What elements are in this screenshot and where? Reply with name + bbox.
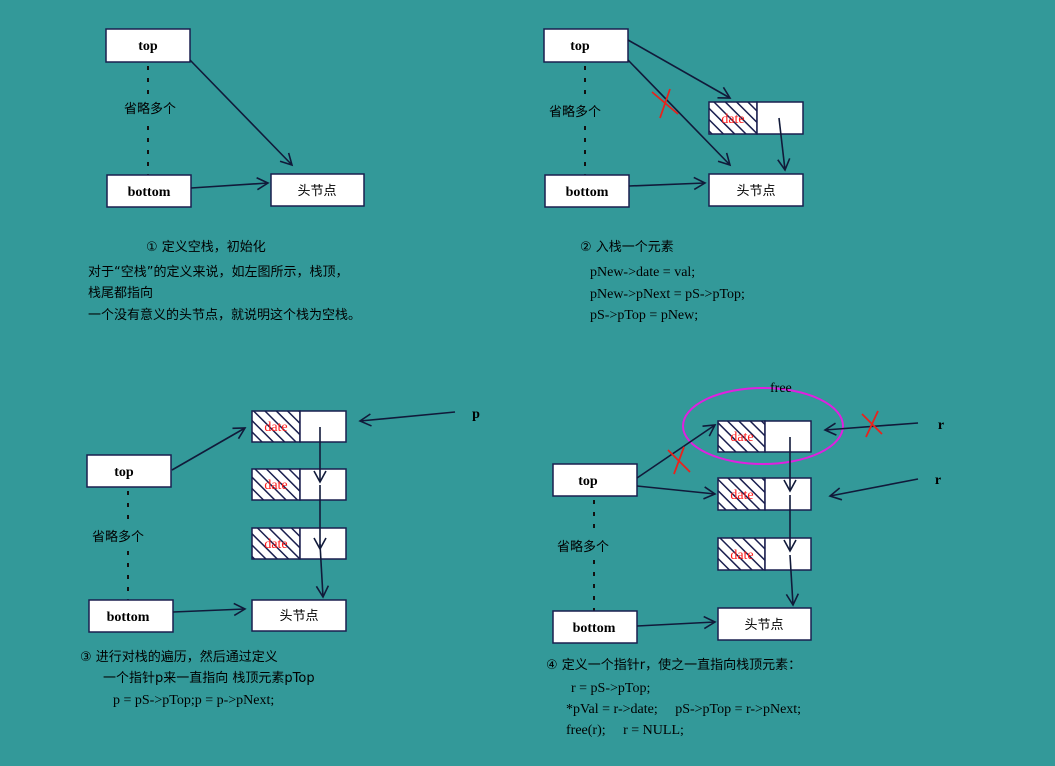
cross-icon [667,446,691,475]
arrow [636,615,717,630]
stack-node: date [717,537,812,571]
omit-label: 省略多个 [549,104,601,120]
date-label: date [730,548,753,563]
caption: ② 入栈一个元素 [580,240,674,255]
top-box [552,463,638,497]
top-label: top [570,39,590,54]
arrow [315,543,330,599]
top-label: top [138,39,158,54]
panel-push: top 省略多个 date 头节点 bottom ② 入栈一个元素 pNew->… [543,28,804,323]
date-cell [708,101,758,135]
arrow [171,427,247,471]
top-box [543,28,629,63]
date-label: date [730,430,753,445]
arrow [627,39,732,99]
bottom-label: bottom [128,185,171,200]
head-label: 头节点 [297,184,336,199]
arrow [172,602,247,617]
omit-label: 省略多个 [124,101,176,117]
text-line: 栈尾都指向 [88,285,153,301]
caption: ④ 定义一个指针r，使之一直指向栈顶元素： [546,657,801,673]
omit-label: 省略多个 [557,539,609,555]
pointer-r-label: r [938,418,944,433]
top-label: top [578,474,598,489]
stack-node: date [251,468,347,501]
omit-label: 省略多个 [92,529,144,545]
code-line: r = pS->pTop; [571,681,650,696]
bottom-box [106,174,192,208]
arrow [358,411,456,427]
bottom-box [544,174,630,208]
stack-node: date [717,477,812,511]
text-line: 对于“空栈”的定义来说，如左图所示，栈顶， [88,264,348,280]
head-node [251,599,347,632]
bottom-box [88,599,174,633]
caption: ③ 进行对栈的遍历，然后通过定义 [80,649,278,665]
bottom-box [552,610,638,644]
panel-empty-stack: top 省略多个 bottom 头节点 ① 定义空栈，初始化 对于“空栈”的定义… [88,28,365,323]
text-line: 一个指针p来一直指向 栈顶元素pTop [103,670,315,686]
head-label: 头节点 [279,609,318,624]
arrow [777,117,791,172]
free-ellipse [682,387,844,465]
date-label: date [264,478,287,493]
stack-node: date [251,410,347,443]
arrow [636,424,717,479]
head-node [708,173,804,207]
head-label: 头节点 [744,618,783,633]
free-label: free [770,381,792,396]
arrow [785,554,800,607]
head-node [270,173,365,207]
date-label: date [264,420,287,435]
code-line: pNew->date = val; [590,265,695,280]
cross-icon [861,410,883,438]
top-label: top [114,465,134,480]
stack-node: date [251,527,347,560]
bottom-label: bottom [566,185,609,200]
stack-node: date [717,420,812,453]
date-label: date [264,537,287,552]
arrow [627,59,732,167]
pointer-r-label: r [935,473,941,488]
head-label: 头节点 [736,184,775,199]
top-box [105,28,191,63]
pointer-p-label: p [472,407,480,422]
date-label: date [721,112,744,127]
arrow [189,59,294,167]
top-box [86,454,172,488]
text-line: 一个没有意义的头节点，就说明这个栈为空栈。 [88,307,361,323]
panel-pop: date date date 头节点 free top 省略多个 bottom … [546,381,944,738]
code-line: pS->pTop = pNew; [590,308,698,323]
code-line: *pVal = r->date; pS->pTop = r->pNext; [566,702,801,717]
code-line: free(r); r = NULL; [566,723,684,738]
date-label: date [730,488,753,503]
bottom-label: bottom [573,621,616,636]
caption: ① 定义空栈，初始化 [146,240,266,255]
arrow [828,478,919,501]
bottom-label: bottom [107,610,150,625]
panel-traverse: date date date 头节点 top 省略多个 bottom p ③ 进… [80,407,480,708]
head-node [717,607,812,641]
code-line: p = pS->pTop;p = p->pNext; [113,693,274,708]
code-line: pNew->pNext = pS->pTop; [590,287,745,302]
arrow [628,176,707,191]
cross-icon [651,88,679,119]
arrow [190,176,270,191]
arrow [636,485,717,500]
